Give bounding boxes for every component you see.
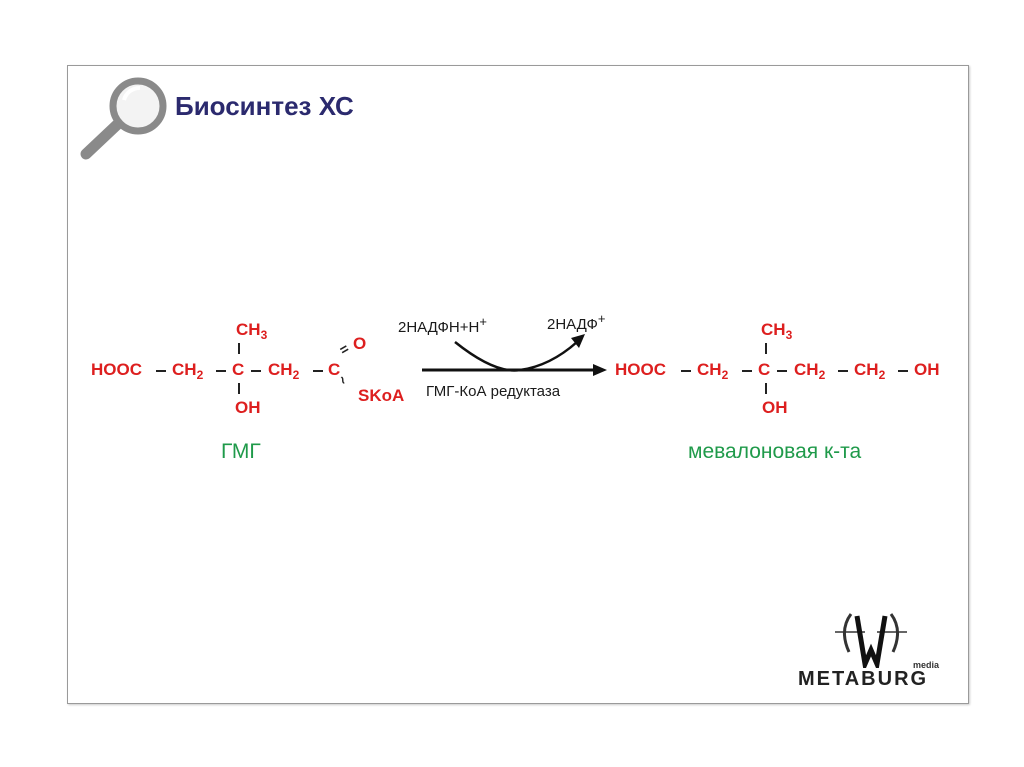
reactant-name: ГМГ (221, 440, 261, 463)
skoa-group: SKoA (358, 386, 405, 405)
slide-frame (67, 65, 969, 704)
carbon: C (232, 360, 245, 379)
oh-end-group: OH (914, 360, 940, 379)
carbon: C (758, 360, 771, 379)
logo-media: media (913, 660, 940, 670)
metaburg-logo-icon (835, 613, 907, 668)
oxygen: O (353, 334, 367, 353)
logo-text: METABURG (798, 668, 929, 690)
magnifier-icon (80, 77, 167, 160)
product-name: мевалоновая к-та (688, 440, 862, 463)
oh-group: OH (762, 398, 788, 417)
ch3-group: CH3 (761, 320, 793, 342)
ch2-group: CH2 (854, 360, 886, 382)
hooc-group: HOOC (91, 360, 142, 379)
ch2-group: CH2 (794, 360, 826, 382)
reaction-arrow (422, 334, 607, 376)
ch3-group: CH3 (236, 320, 268, 342)
cofactor-out: 2НАДФ+ (547, 311, 606, 333)
page-title: Биосинтез ХС (175, 91, 354, 121)
enzyme-label: ГМГ-КоА редуктаза (426, 383, 561, 400)
carbonyl-carbon: C (328, 360, 341, 379)
hooc-group: HOOC (615, 360, 666, 379)
oh-group: OH (235, 398, 261, 417)
ch2-group: CH2 (697, 360, 729, 382)
cofactor-in: 2НАДФН+Н+ (398, 314, 487, 336)
ch2-group: CH2 (172, 360, 204, 382)
ch2-group: CH2 (268, 360, 300, 382)
